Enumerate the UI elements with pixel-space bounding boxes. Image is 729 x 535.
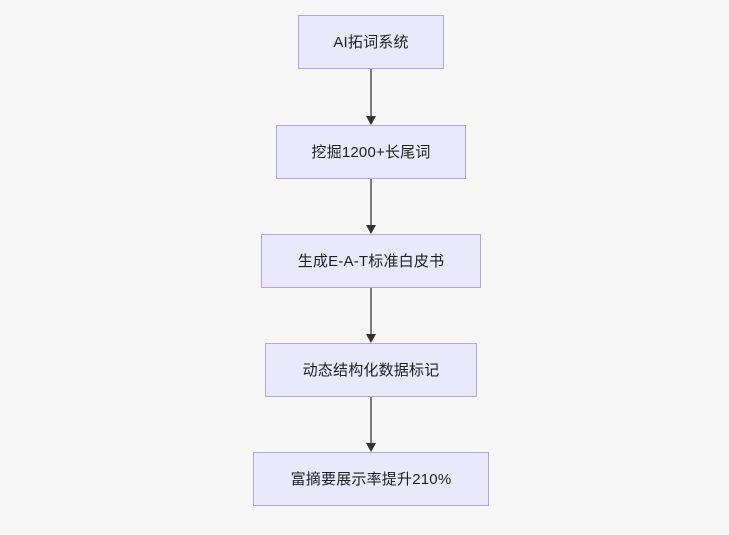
arrowhead-icon [366,116,376,125]
arrowhead-icon [366,334,376,343]
node-label: 挖掘1200+长尾词 [311,143,431,161]
connector-node3-node4 [366,288,377,343]
flowchart-node-longtail-keywords[interactable]: 挖掘1200+长尾词 [276,125,466,179]
flowchart-node-eat-whitepaper[interactable]: 生成E-A-T标准白皮书 [261,234,481,288]
connector-line [370,288,373,334]
node-label: 生成E-A-T标准白皮书 [297,252,445,270]
flowchart-node-structured-data-markup[interactable]: 动态结构化数据标记 [265,343,477,397]
connector-line [370,179,373,225]
connector-node1-node2 [366,69,377,125]
node-label: 富摘要展示率提升210% [290,470,452,488]
flowchart-node-ai-keyword-system[interactable]: AI拓词系统 [298,15,444,69]
connector-node4-node5 [366,397,377,452]
connector-line [370,397,373,443]
arrowhead-icon [366,225,376,234]
connector-node2-node3 [366,179,377,234]
node-label: AI拓词系统 [333,33,409,51]
connector-line [370,69,373,116]
arrowhead-icon [366,443,376,452]
flowchart-node-rich-snippet-result[interactable]: 富摘要展示率提升210% [253,452,489,506]
node-label: 动态结构化数据标记 [302,361,440,379]
